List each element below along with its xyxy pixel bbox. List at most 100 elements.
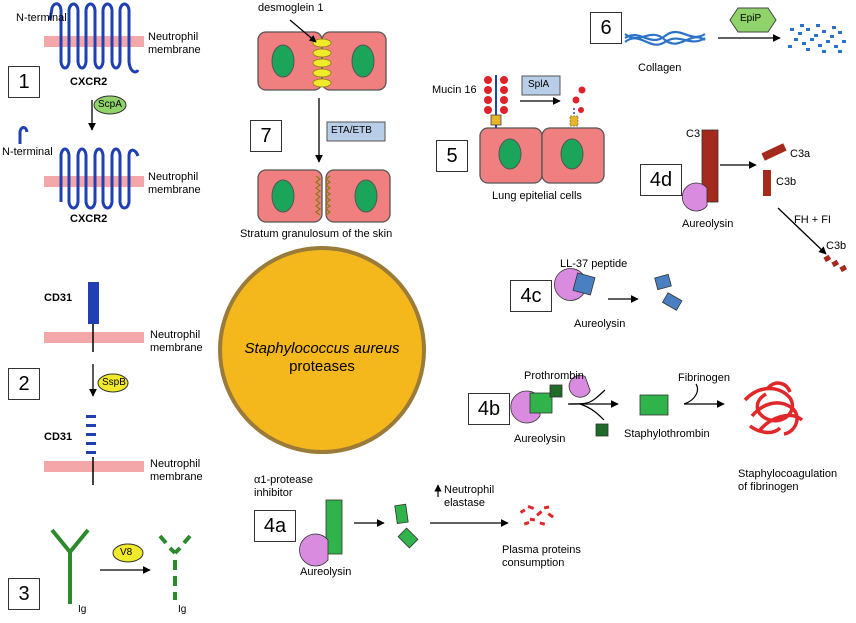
cxcr2-label-top: CXCR2: [70, 76, 108, 88]
panel-4b-number: 4b: [468, 393, 510, 425]
n-terminal-label-cleaved: N-terminal: [2, 146, 53, 158]
panel-5-graphic: [479, 75, 605, 184]
eta-etb-box: [326, 121, 386, 142]
aureolysin-4a: [299, 533, 329, 567]
desmoglein-junctions: [312, 38, 332, 88]
fh-fi-label: FH + FI: [794, 214, 831, 226]
c3b-degraded-label: C3b: [826, 240, 847, 252]
c3-label: C3: [686, 128, 701, 140]
mucin-label: Mucin 16: [432, 84, 477, 96]
c3b-label: C3b: [776, 176, 797, 188]
staphylothrombin: [639, 394, 669, 416]
ig-intact: [50, 528, 90, 604]
spla-box: [521, 75, 561, 96]
c3b-degraded: [823, 254, 848, 273]
staphylothrombin-label: Staphylothrombin: [624, 428, 710, 440]
panel-7-number: 7: [250, 120, 282, 152]
plasma-label-1: Plasma proteins: [502, 544, 581, 556]
collagen-fiber: [624, 30, 706, 46]
alpha1-label-1: α1-protease: [254, 474, 313, 486]
panel-4a-graphic: [299, 484, 555, 567]
panel-4c-graphic: [554, 268, 683, 311]
membrane-label-1b: membrane: [148, 44, 201, 56]
membrane-bottom: [44, 461, 144, 472]
ig-cleaved: [158, 534, 192, 600]
desmoglein-label: desmoglein 1: [258, 2, 324, 14]
panel-4b-graphic: [510, 374, 804, 437]
lung-caption: Lung epitelial cells: [492, 190, 582, 202]
c3a-label: C3a: [790, 148, 811, 160]
epip-hexagon: [729, 7, 777, 33]
panel-4d-graphic: [681, 129, 848, 273]
scpa-enzyme: [93, 95, 127, 115]
ll37-peptide: [572, 272, 596, 296]
epip-label: EpiP: [740, 13, 762, 24]
elastase-label-1: Neutrophil: [444, 484, 495, 496]
panel-4a-number: 4a: [254, 510, 296, 542]
collagen-fragments: [788, 24, 846, 53]
alpha1-inhibitor: [325, 499, 343, 555]
membrane-label-2d: membrane: [150, 471, 203, 483]
panel-4d-number: 4d: [640, 164, 682, 196]
eta-etb-label: ETA/ETB: [331, 125, 372, 136]
cd31-label-top: CD31: [44, 292, 73, 304]
panel-5-number: 5: [436, 140, 468, 172]
fibrin-clot: [743, 381, 804, 436]
mucin-16: [484, 75, 508, 132]
fibrinogen-label: Fibrinogen: [678, 372, 730, 384]
collagen-caption: Collagen: [638, 62, 682, 74]
membrane-label-2c: Neutrophil: [150, 458, 201, 470]
n-terminal-label-top: N-terminal: [16, 12, 67, 24]
cxcr2-label-bottom: CXCR2: [70, 213, 108, 225]
panel-6-graphic: [624, 7, 846, 53]
spla-label: SplA: [528, 79, 550, 90]
aureolysin-4d-label: Aureolysin: [682, 218, 734, 230]
membrane-label-2b: membrane: [150, 342, 203, 354]
staphylocoagulation-label-2: of fibrinogen: [738, 481, 799, 493]
v8-enzyme: [112, 543, 144, 563]
membrane-label-1d: membrane: [148, 184, 201, 196]
c3-bar: [701, 129, 719, 203]
aureolysin-4d: [681, 182, 708, 212]
staphylocoagulation-label-1: Staphylocoagulation: [738, 468, 838, 480]
cxcr2-receptor-bottom: [59, 147, 140, 210]
v8-label: V8: [120, 547, 133, 558]
c3a-fragment: [761, 143, 787, 161]
ig-label-left: Ig: [78, 604, 87, 615]
prothrombin: [529, 392, 553, 414]
plasma-fragments: [519, 505, 555, 526]
cleaved-n-terminal: [18, 126, 29, 144]
alpha1-label-2: inhibitor: [254, 487, 293, 499]
membrane-label-2a: Neutrophil: [150, 329, 201, 341]
ll37-label: LL-37 peptide: [560, 258, 628, 270]
membrane-top: [44, 332, 144, 343]
panel-3-graphic: [50, 528, 192, 604]
sspb-enzyme: [97, 373, 129, 393]
panel-2-graphic: [44, 282, 144, 485]
elastase-label-2: elastase: [444, 497, 485, 509]
panel-4c-number: 4c: [510, 280, 552, 312]
cxcr2-receptor-top: [48, 2, 140, 74]
plasma-label-2: consumption: [502, 557, 565, 569]
membrane-label-1a: Neutrophil: [148, 31, 199, 43]
scpa-label: ScpA: [98, 99, 122, 110]
ig-label-right: Ig: [178, 604, 187, 615]
panel-1-number: 1: [8, 66, 40, 98]
center-protease-circle: [218, 246, 426, 454]
panel-7-graphic: [257, 19, 391, 223]
mucin-cleaved: [569, 86, 586, 127]
aureolysin-4c-label: Aureolysin: [574, 318, 626, 330]
stratum-caption: Stratum granulosum of the skin: [240, 228, 393, 240]
cleaved-desmoglein: [315, 175, 331, 216]
cd31-label-bottom: CD31: [44, 431, 73, 443]
panel-2-number: 2: [8, 368, 40, 400]
membrane-label-1c: Neutrophil: [148, 171, 199, 183]
prothrombin-label: Prothrombin: [524, 370, 584, 382]
panel-1-graphic: [18, 2, 144, 210]
cd31-fragments: [86, 415, 96, 454]
aureolysin-4b-label: Aureolysin: [514, 433, 566, 445]
panel-6-number: 6: [590, 12, 622, 44]
panel-3-number: 3: [8, 578, 40, 610]
aureolysin-4a-label: Aureolysin: [300, 566, 352, 578]
